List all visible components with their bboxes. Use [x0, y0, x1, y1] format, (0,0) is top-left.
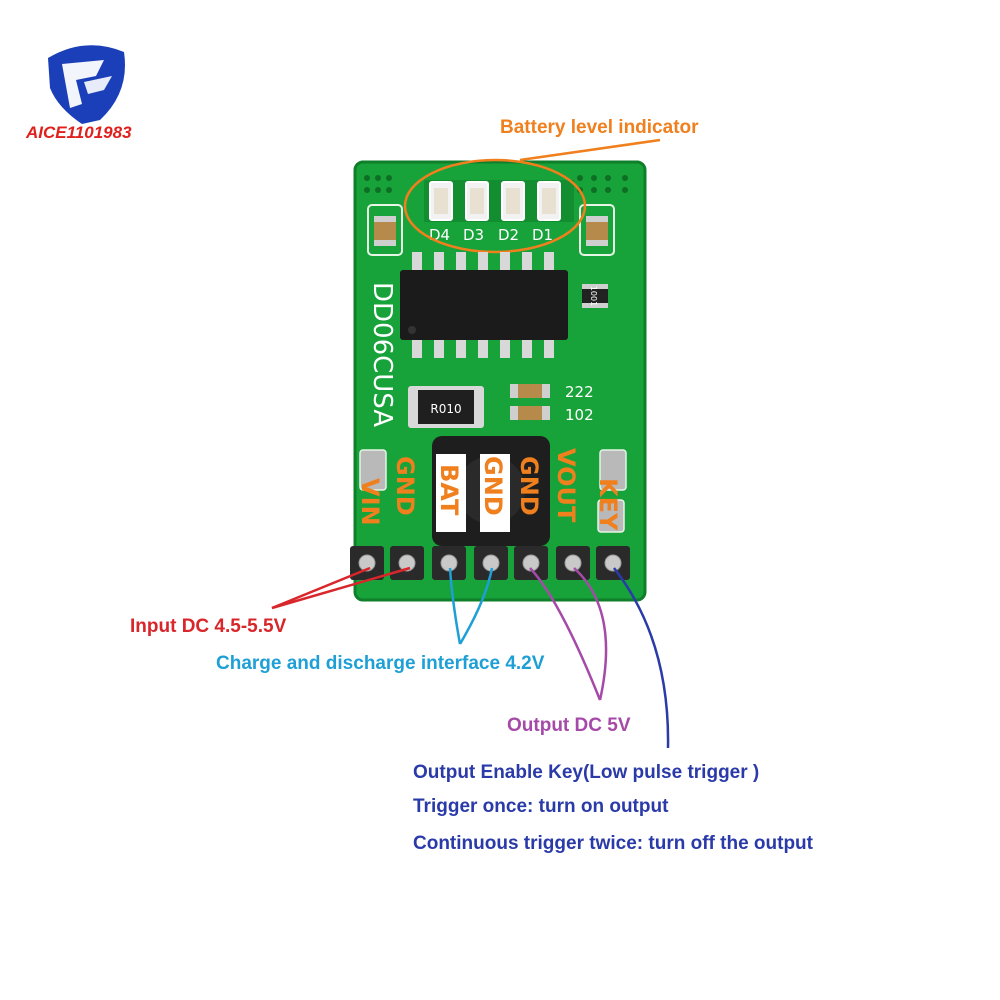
- charge-interface-label: Charge and discharge interface 4.2V: [216, 653, 545, 674]
- led-label-d2: D2: [498, 226, 519, 244]
- resistor-code-1001: 1001: [589, 286, 598, 306]
- key-label-line-1: Output Enable Key(Low pulse trigger ): [413, 762, 759, 783]
- ic-chip: [400, 252, 568, 358]
- key-label-line-2: Trigger once: turn on output: [413, 796, 669, 817]
- logo-text: AICE1101983: [25, 123, 132, 142]
- battery-led-array: D4 D3 D2 D1: [424, 180, 574, 244]
- output-label: Output DC 5V: [507, 715, 631, 736]
- input-label: Input DC 4.5-5.5V: [130, 616, 287, 637]
- battery-indicator-label: Battery level indicator: [500, 117, 699, 138]
- pin-labels: VIN GND BAT GND GND VOUT KEY: [356, 448, 622, 532]
- board-model: DD06CUSA: [367, 282, 397, 427]
- resistor-code-r010: R010: [430, 402, 461, 416]
- led-label-d3: D3: [463, 226, 484, 244]
- cap-code-222: 222: [565, 383, 594, 401]
- cap-code-102: 102: [565, 406, 594, 424]
- brand-logo: AICE1101983: [25, 45, 132, 142]
- pin-label-gnd-1: GND: [391, 456, 419, 516]
- pin-label-key: KEY: [594, 478, 622, 531]
- battery-indicator-ellipse: [403, 158, 587, 254]
- key-label-line-3: Continuous trigger twice: turn off the o…: [413, 833, 814, 854]
- callout-lines: [271, 138, 670, 749]
- header-pins: [350, 546, 630, 580]
- pin-label-bat: BAT: [435, 464, 463, 516]
- led-label-d1: D1: [532, 226, 553, 244]
- pin-label-gnd-3: GND: [515, 456, 543, 516]
- pcb-board: D4 D3 D2 D1 1001: [353, 158, 647, 602]
- pin-label-vin: VIN: [356, 478, 384, 526]
- sense-resistor: R010: [408, 386, 484, 428]
- pin-label-gnd-2: GND: [479, 456, 507, 516]
- pin-label-vout: VOUT: [552, 448, 580, 523]
